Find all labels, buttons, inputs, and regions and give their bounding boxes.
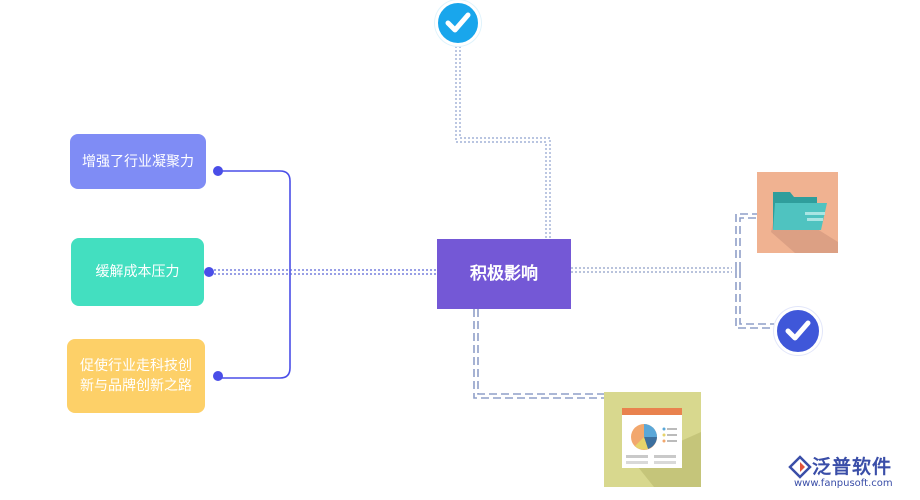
center-node-label: 积极影响 xyxy=(470,264,538,284)
brand-name: 泛普软件 xyxy=(812,456,893,478)
connector-dot-3 xyxy=(213,371,223,381)
left-node-cohesion-label: 增强了行业凝聚力 xyxy=(82,153,194,170)
brand-watermark: 泛普软件 www.fanpusoft.com xyxy=(788,452,914,496)
left-node-innovation: 促使行业走科技创新与品牌创新之路 xyxy=(67,339,205,413)
left-node-cohesion: 增强了行业凝聚力 xyxy=(70,134,206,189)
connector-bottom xyxy=(473,309,604,399)
folder-tile xyxy=(757,172,838,253)
connector-middle-left xyxy=(210,269,437,275)
checkmark-circle-icon xyxy=(774,307,822,355)
left-node-cost-pressure: 缓解成本压力 xyxy=(71,238,204,306)
connector-right-branches xyxy=(735,213,774,329)
brand-logo-icon xyxy=(788,455,812,479)
left-node-innovation-label: 促使行业走科技创新与品牌创新之路 xyxy=(80,358,192,394)
connector-top xyxy=(455,46,551,239)
folder-icon xyxy=(771,192,838,253)
chart-tile xyxy=(604,392,701,487)
left-node-cost-pressure-label: 缓解成本压力 xyxy=(95,264,180,280)
connector-dot-2 xyxy=(204,267,214,277)
center-node: 积极影响 xyxy=(437,239,571,309)
pie-chart-document-icon xyxy=(622,408,701,487)
brand-url: www.fanpusoft.com xyxy=(794,478,893,489)
connector-right xyxy=(571,267,732,273)
checkmark-circle-icon xyxy=(435,0,481,46)
connector-dot-1 xyxy=(213,166,223,176)
